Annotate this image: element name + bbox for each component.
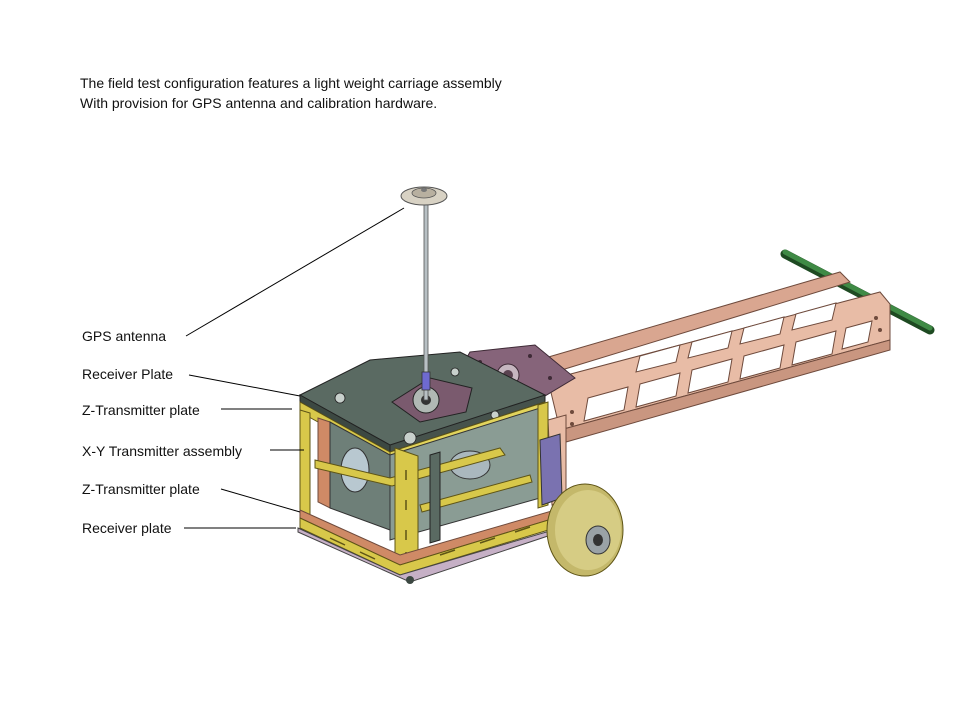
- caption-line-1: The field test configuration features a …: [80, 75, 502, 91]
- caption-line-2: With provision for GPS antenna and calib…: [80, 95, 438, 111]
- handle-rod: [780, 249, 935, 335]
- label-xy-transmitter-assembly: X-Y Transmitter assembly: [82, 443, 243, 459]
- leader-lines: [184, 207, 405, 529]
- label-receiver-plate-bottom: Receiver plate: [82, 520, 172, 536]
- label-gps-antenna: GPS antenna: [82, 328, 167, 344]
- xy-transmitter-assembly: [299, 401, 563, 576]
- wheel: [546, 483, 624, 577]
- gps-antenna: [400, 186, 448, 401]
- label-z-transmitter-plate-bottom: Z-Transmitter plate: [82, 481, 200, 497]
- label-z-transmitter-plate-top: Z-Transmitter plate: [82, 402, 200, 418]
- label-receiver-plate-top: Receiver Plate: [82, 366, 174, 382]
- bottom-plates: [297, 509, 561, 584]
- truss-arm: [544, 271, 891, 506]
- caption: The field test configuration features a …: [80, 73, 502, 113]
